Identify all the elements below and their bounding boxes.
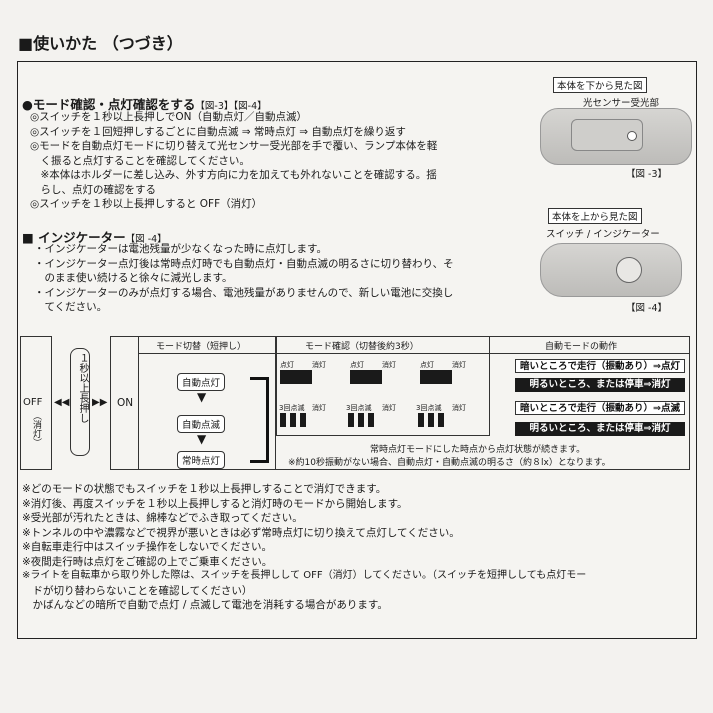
row2-tag: 3回点滅 [416,404,442,412]
off-sub-label: （消灯） [31,411,41,447]
section2-line: てください。 [34,301,108,313]
row2-tag: 3回点滅 [279,404,305,412]
section1-title: ●モード確認・点灯確認をする [22,97,196,112]
note-line: ドが切り替わらないことを確認してください） [22,584,253,597]
note-line: ※どのモードの状態でもスイッチを１秒以上長押しすることで消灯できます。 [22,483,387,495]
mode-auto-blink: 自動点滅 [177,415,226,433]
table-note-2: ※約10秒振動がない場合、自動点灯・自動点滅の明るさ（約８lx）となります。 [288,458,611,468]
section2-ref: 【図 -4】 [125,234,167,245]
long-press-cell [70,348,90,456]
sensor-icon [627,131,637,141]
blink-bar [348,413,354,427]
mode-check-column [276,336,490,436]
mode-table: OFF （消灯） ◀◀ １秒以上長押し ▶▶ ON モード切替（短押し） モード… [20,333,690,473]
note-line: ※トンネルの中や濃霧などで視界が悪いときは必ず常時点灯に切り換えて点灯してくださ… [22,526,460,539]
row1-tag: 消灯 [452,361,466,369]
switch-icon [616,257,642,283]
section2-heading: ■ インジケーター【図 -4】 [22,227,167,246]
blink-bar [280,413,286,427]
section2-line: のまま使い続けると徐々に減光します。 [34,272,233,284]
mode-auto-on: 自動点灯 [177,373,226,391]
row1-tag: 点灯 [420,361,434,369]
light-on-bar [280,370,312,384]
section1-line: ※本体はホルダーに差し込み、外す方向に力を加えても外れないことを確認する。揺 [30,169,437,181]
fig4-caption: 本体を上から見た図 [548,208,642,224]
notes-list: ※どのモードの状態でもスイッチを１秒以上長押しすることで消灯できます。 ※消灯後… [22,482,586,613]
table-note-1: 常時点灯モードにした時点から点灯状態が続きます。 [370,445,586,455]
auto-row-bright-off: 明るいところ、または停車⇒消灯 [515,378,685,392]
off-cell [20,336,52,470]
blink-bar [358,413,364,427]
page-title: ■使いかた （つづき） [18,34,183,53]
row1-tag: 点灯 [280,361,294,369]
arrow-right-icon: ▶▶ [92,397,108,408]
fig4-device-image [540,243,682,297]
row2-tag: 消灯 [452,404,466,412]
mode-switch-header: モード切替（短押し） [156,342,247,352]
blink-bar [368,413,374,427]
long-press-label: １秒以上長押し [77,353,88,423]
note-line: ※消灯後、再度スイッチを１秒以上長押しすると消灯時のモードから開始します。 [22,497,408,510]
section1-line: ◎スイッチを１秒以上長押しでON（自動点灯／自動点滅） [30,111,307,123]
auto-header: 自動モードの動作 [545,342,618,352]
blink-bar [290,413,296,427]
light-on-bar [350,370,382,384]
blink-bar [418,413,424,427]
note-line: ※ライトを自転車から取り外した際は、スイッチを長押しして OFF（消灯）してくだ… [22,570,587,581]
note-line: ※自転車走行中はスイッチ操作をしないでください。 [22,541,272,553]
auto-row-bright-off: 明るいところ、または停車⇒消灯 [515,422,685,436]
fig3-caption: 本体を下から見た図 [553,77,647,93]
auto-row-dark-on: 暗いところで走行（振動あり）⇒点灯 [515,359,685,373]
fig3-label: 光センサー受光部 [583,98,660,109]
blink-bar [438,413,444,427]
section2-title: ■ インジケーター [22,230,126,245]
section2-line: ・インジケーター点灯後は常時点灯時でも自動点灯・自動点滅の明るさに切り替わり、そ [34,257,454,270]
mode-check-header: モード確認（切替後約3秒） [305,342,419,352]
row1-tag: 消灯 [312,361,326,369]
mode-switch-column [138,336,276,470]
note-line: ※受光部が汚れたときは、綿棒などでふき取ってください。 [22,512,303,524]
section1-line: ◎モードを自動点灯モードに切り替えて光センサー受光部を手で覆い、ランプ本体を軽 [30,140,438,152]
section1-line: らし、点灯の確認をする [30,183,156,196]
mode-always-on: 常時点灯 [177,451,226,469]
row1-tag: 点灯 [350,361,364,369]
row1-tag: 消灯 [382,361,396,369]
note-line: かばんなどの暗所で自動で点灯 / 点滅して電池を消耗する場合があります。 [22,599,388,611]
section1-line: ◎スイッチを１回短押しするごとに自動点滅 ⇒ 常時点灯 ⇒ 自動点灯を繰り返す [30,125,406,138]
blink-bar [300,413,306,427]
arrow-left-icon: ◀◀ [54,397,70,408]
blink-bar [428,413,434,427]
section1-refs: 【図-3】【図-4】 [195,101,267,112]
auto-row-dark-blink: 暗いところで走行（振動あり）⇒点滅 [515,401,685,415]
row2-tag: 消灯 [382,404,396,412]
section1-list: ◎スイッチを１秒以上長押しでON（自動点灯／自動点滅） ◎スイッチを１回短押しす… [30,110,437,212]
fig4-number: 【図 -4】 [626,303,667,314]
fig3-number: 【図 -3】 [626,169,667,180]
section1-line: く振ると点灯することを確認してください。 [30,154,250,167]
row2-tag: 3回点滅 [346,404,372,412]
arrow-down-icon: ▼ [197,432,207,446]
light-on-bar [420,370,452,384]
section2-line: ・インジケーターのみが点灯する場合、電池残量がありませんので、新しい電池に交換し [34,286,454,299]
section1-heading: ●モード確認・点灯確認をする【図-3】【図-4】 [22,94,267,113]
note-line: ※夜間走行時は点灯をご確認の上でご乗車ください。 [22,555,273,568]
section1-line: ◎スイッチを１秒以上長押しすると OFF（消灯） [30,198,263,210]
fig3-device-image [540,108,692,165]
section2-list: ・インジケーターは電池残量が少なくなった時に点灯します。 ・インジケーター点灯後… [34,242,454,315]
fig4-label: スイッチ / インジケーター [546,229,660,240]
arrow-down-icon: ▼ [197,390,207,404]
section2-line: ・インジケーターは電池残量が少なくなった時に点灯します。 [34,243,327,255]
on-label: ON [117,397,134,409]
off-label: OFF [23,397,43,408]
return-arrow [250,377,269,463]
row2-tag: 消灯 [312,404,326,412]
